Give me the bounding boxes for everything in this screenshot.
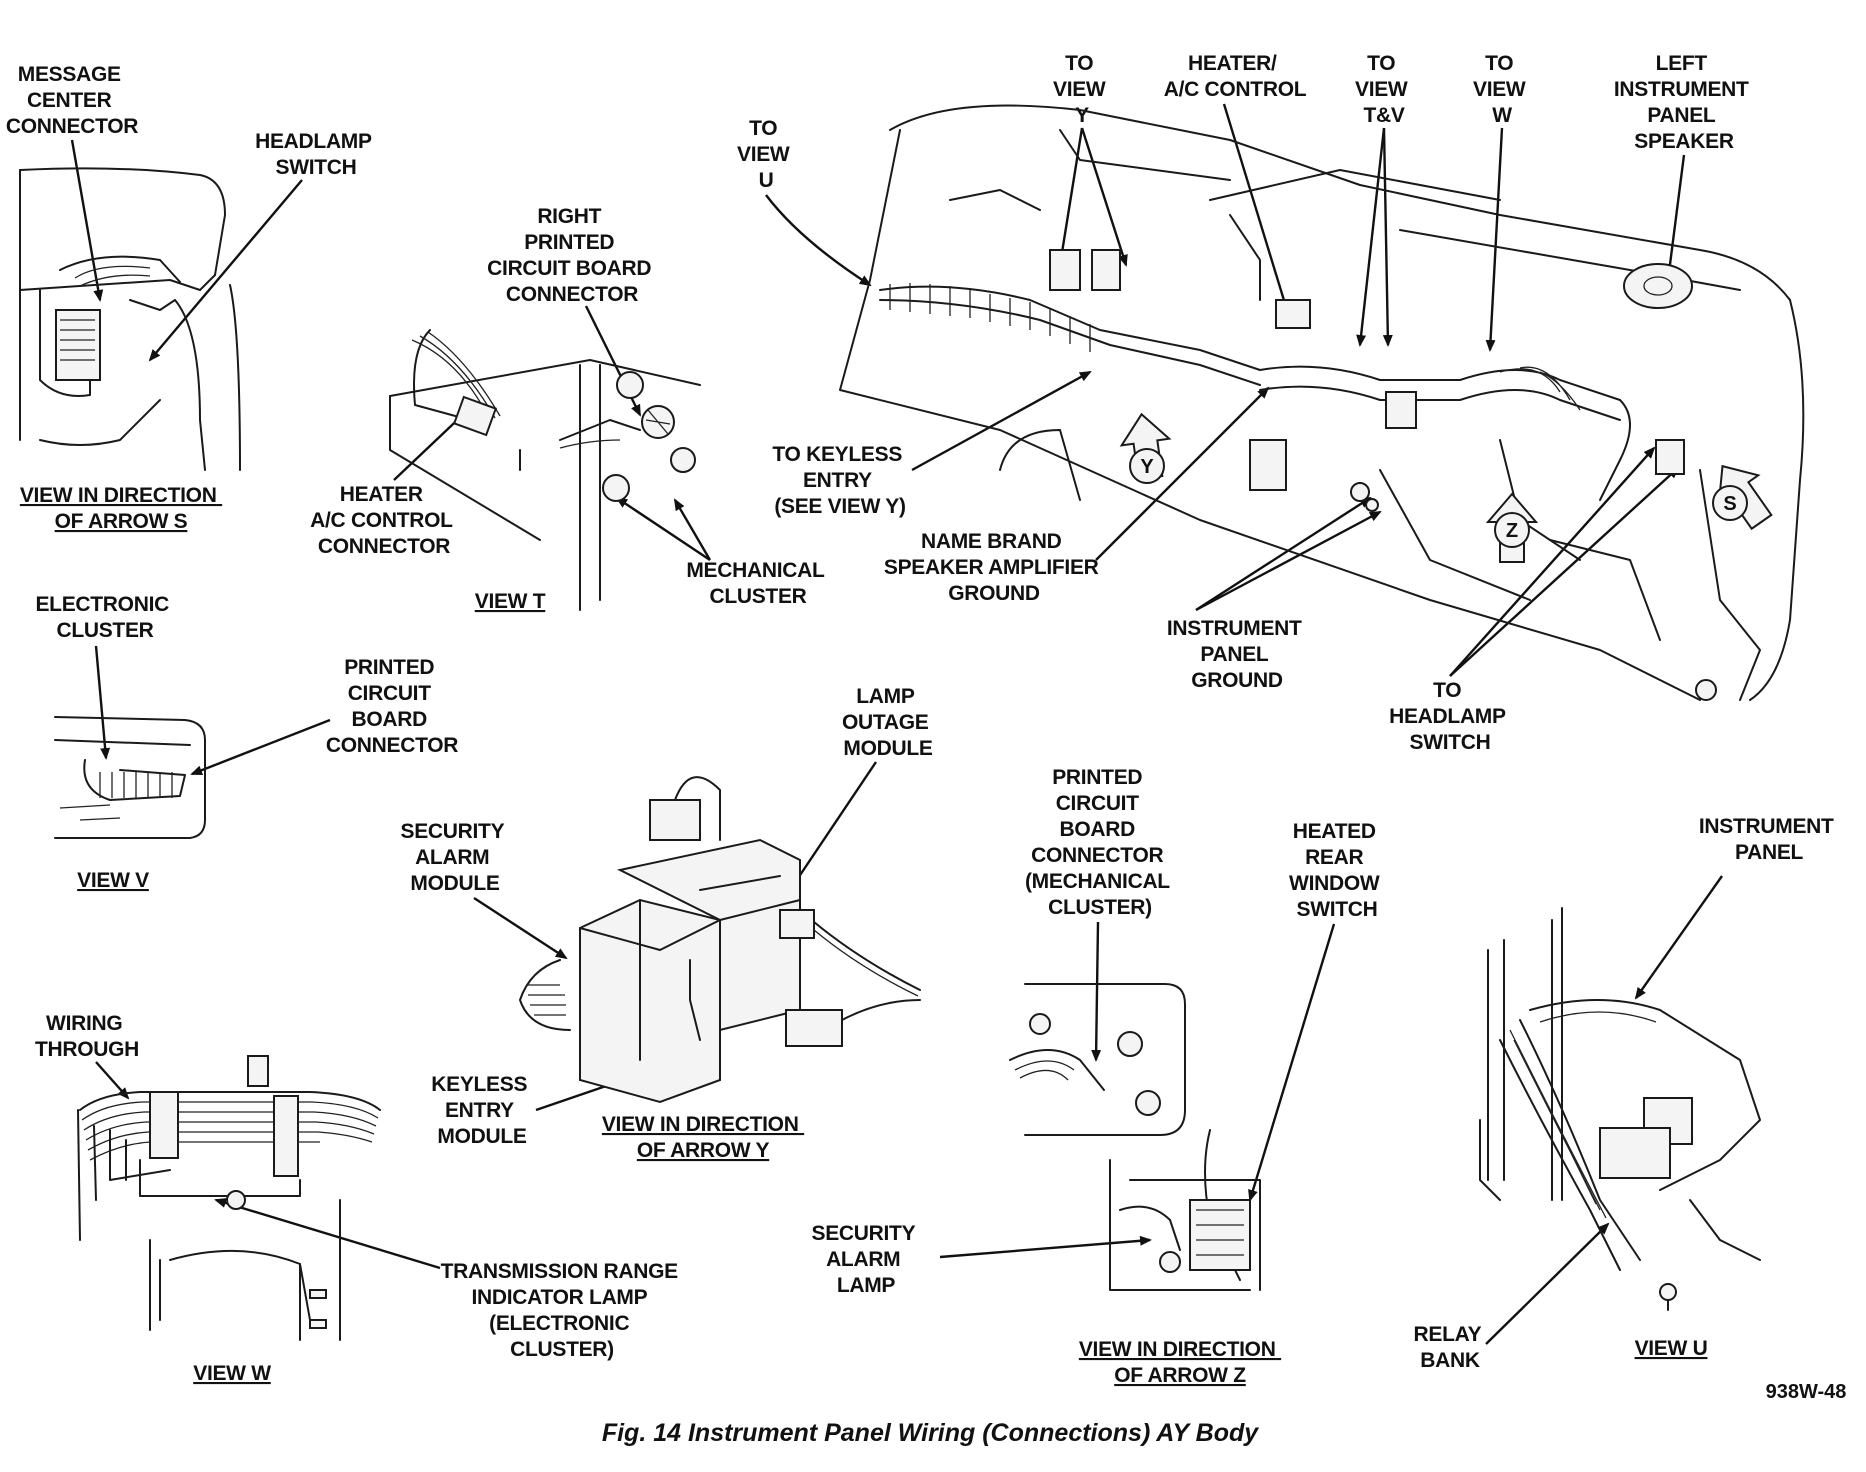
- leader-message-center: [70, 139, 104, 302]
- leader-lamp-outage: [788, 761, 877, 892]
- leader-relay-bank: [1485, 1222, 1610, 1345]
- label-wiring-through: WIRING THROUGH: [35, 1012, 139, 1061]
- view-s-drawing: [19, 167, 241, 471]
- label-view-u: VIEW U: [1635, 1337, 1708, 1360]
- leader-to-headlamp-b: [1449, 466, 1680, 677]
- view-t-drawing: [389, 329, 701, 611]
- leader-ip-ground-b: [1195, 510, 1382, 612]
- label-electronic-cluster: ELECTRONIC CLUSTER: [35, 593, 174, 642]
- label-trans-range-lamp: TRANSMISSION RANGE INDICATOR LAMP (ELECT…: [441, 1260, 684, 1361]
- label-instrument-panel: INSTRUMENT PANEL: [1699, 815, 1839, 864]
- label-view-w: VIEW W: [193, 1362, 271, 1385]
- arrow-y-letter: Y: [1140, 456, 1154, 478]
- label-to-view-w: TO VIEW W: [1473, 52, 1531, 127]
- label-left-ip-speaker: LEFT INSTRUMENT PANEL SPEAKER: [1614, 52, 1754, 153]
- leader-ip-ground-a: [1195, 496, 1372, 612]
- label-ip-ground: INSTRUMENT PANEL GROUND: [1167, 617, 1307, 692]
- label-to-headlamp-switch: TO HEADLAMP SWITCH: [1389, 679, 1511, 754]
- leader-to-headlamp-a: [1449, 446, 1656, 677]
- leader-to-keyless: [911, 370, 1092, 472]
- leader-mech-cluster-a: [673, 498, 712, 561]
- figure-code: 938W-48: [1766, 1381, 1847, 1403]
- view-w-drawing: [77, 1055, 381, 1341]
- label-security-alarm-lamp: SECURITY ALARM LAMP: [812, 1222, 921, 1297]
- leader-to-view-u: [765, 194, 872, 287]
- view-z-drawing: [1009, 983, 1261, 1291]
- label-to-view-u: TO VIEW U: [737, 117, 795, 192]
- leader-trans-range: [214, 1198, 441, 1270]
- label-headlamp-switch: HEADLAMP SWITCH: [255, 130, 377, 179]
- label-name-brand-amp-ground: NAME BRAND SPEAKER AMPLIFIER GROUND: [884, 530, 1104, 605]
- leader-instrument-panel: [1634, 875, 1723, 1000]
- arrow-z-letter: Z: [1506, 520, 1518, 542]
- label-pcb-connector-v: PRINTED CIRCUIT BOARD CONNECTOR: [326, 656, 458, 757]
- label-message-center-connector: MESSAGE CENTER CONNECTOR: [6, 63, 138, 138]
- direction-arrow-z: Z: [1485, 492, 1539, 563]
- leader-to-view-t-b: [1382, 127, 1393, 347]
- leader-security-alarm-lamp: [939, 1235, 1152, 1259]
- label-view-v: VIEW V: [77, 869, 149, 892]
- leader-left-speaker: [1664, 154, 1686, 282]
- view-v-drawing: [54, 716, 206, 839]
- leader-heated-rear-window: [1248, 923, 1336, 1202]
- label-relay-bank: RELAY BANK: [1414, 1323, 1487, 1372]
- leader-to-view-t-a: [1356, 127, 1386, 347]
- label-view-arrow-y: VIEW IN DIRECTION OF ARROW Y: [602, 1113, 804, 1162]
- leader-name-brand-ground: [1095, 386, 1270, 561]
- label-mechanical-cluster: MECHANICAL CLUSTER: [686, 559, 829, 608]
- label-view-t: VIEW T: [475, 590, 546, 613]
- leader-to-view-w: [1485, 127, 1504, 352]
- label-heated-rear-window-switch: HEATED REAR WINDOW SWITCH: [1289, 820, 1385, 921]
- label-lamp-outage-module: LAMP OUTAGE MODULE: [842, 685, 934, 760]
- view-y-drawing: [519, 776, 921, 1104]
- leader-pcb-mech: [1091, 921, 1102, 1062]
- leader-headlamp-switch: [148, 179, 303, 362]
- label-to-keyless-entry: TO KEYLESS ENTRY (SEE VIEW Y): [772, 443, 907, 518]
- direction-arrow-s: S: [1712, 464, 1773, 531]
- label-pcb-connector-mech: PRINTED CIRCUIT BOARD CONNECTOR (MECHANI…: [1025, 766, 1175, 919]
- label-keyless-entry-module: KEYLESS ENTRY MODULE: [431, 1073, 532, 1148]
- label-to-view-tv: TO VIEW T&V: [1355, 52, 1413, 127]
- leader-security-alarm-module: [473, 896, 568, 960]
- label-heater-ac-control: HEATER/ A/C CONTROL: [1164, 52, 1307, 101]
- leader-heater-ac-control: [1222, 103, 1292, 322]
- direction-arrow-y: Y: [1119, 412, 1172, 484]
- leader-wiring-through: [95, 1061, 130, 1100]
- label-right-pcb-connector: RIGHT PRINTED CIRCUIT BOARD CONNECTOR: [487, 205, 657, 306]
- figure-caption: Fig. 14 Instrument Panel Wiring (Connect…: [602, 1419, 1259, 1447]
- leader-mech-cluster-b: [615, 496, 711, 561]
- label-heater-ac-control-connector: HEATER A/C CONTROL CONNECTOR: [310, 483, 458, 558]
- leader-pcb-connector-v: [190, 718, 331, 776]
- label-view-arrow-z: VIEW IN DIRECTION OF ARROW Z: [1079, 1338, 1281, 1387]
- view-u-drawing: [1479, 907, 1761, 1311]
- label-view-arrow-s: VIEW IN DIRECTION OF ARROW S: [20, 484, 222, 533]
- leader-to-view-y-b: [1080, 127, 1128, 267]
- main-dash-drawing: [839, 104, 1805, 701]
- callout-labels: MESSAGE CENTER CONNECTOR HEADLAMP SWITCH…: [6, 52, 1839, 1387]
- label-to-view-y: TO VIEW Y: [1053, 52, 1111, 127]
- label-security-alarm-module: SECURITY ALARM MODULE: [401, 820, 510, 895]
- arrow-s-letter: S: [1723, 493, 1736, 515]
- leader-to-view-y-a: [1056, 127, 1084, 267]
- leader-electronic-cluster: [94, 645, 111, 760]
